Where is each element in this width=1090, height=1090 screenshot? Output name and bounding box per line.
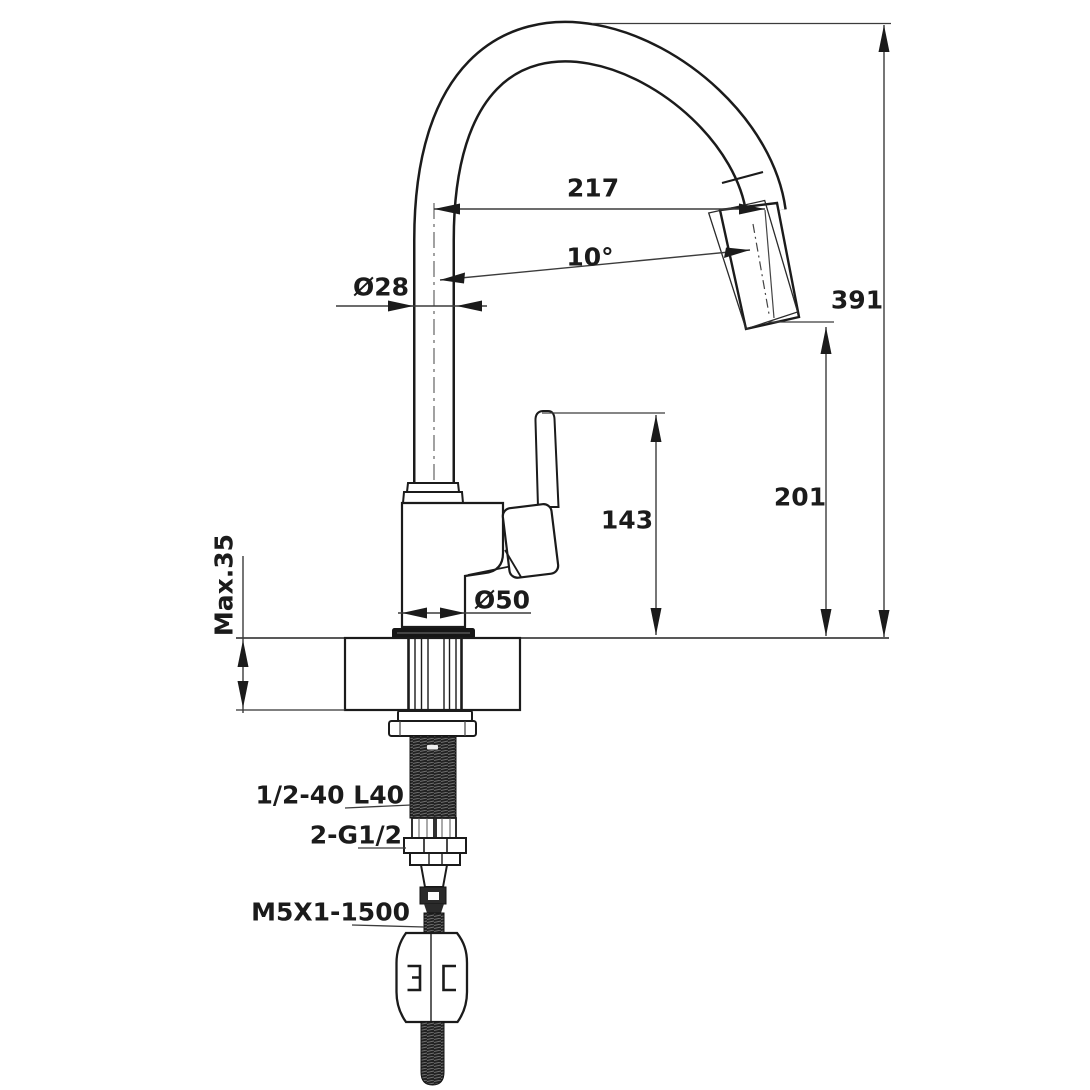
dimension-tube-diameter — [336, 300, 487, 312]
shank-spec-label: 1/2-40 L40 — [255, 780, 404, 810]
dimension-handle-height — [542, 412, 665, 635]
spray-angle-label: 10° — [566, 242, 614, 272]
overall-height-label: 391 — [830, 285, 884, 315]
dimension-outlet-height — [767, 321, 834, 636]
spec-leader-lines — [344, 804, 425, 928]
dimension-spray-angle — [439, 247, 751, 284]
tube-diameter-label: Ø28 — [352, 272, 410, 302]
dimension-overall-height — [592, 22, 891, 637]
mounting-shank — [388, 639, 477, 913]
deck-thickness-label: Max.35 — [209, 533, 239, 637]
dimension-deck-thickness — [237, 556, 249, 713]
handle-height-label: 143 — [600, 505, 654, 535]
spout-arc — [413, 20, 787, 505]
weight-mark-left — [407, 964, 422, 992]
hose-lower — [420, 1021, 445, 1086]
handle-lever — [534, 410, 560, 508]
spray-head — [707, 199, 801, 331]
hose-upper — [423, 912, 445, 934]
inlet-hose-spec-label: 2-G1/2 — [309, 820, 402, 850]
dimension-base-diameter — [398, 607, 531, 619]
spray-head-tilted-outline — [707, 199, 799, 330]
outlet-height-label: 201 — [773, 482, 827, 512]
countertop — [236, 636, 889, 712]
spout-reach-label: 217 — [566, 173, 620, 203]
base-diameter-label: Ø50 — [473, 585, 531, 615]
faucet-body — [392, 410, 560, 639]
dimension-spout-reach — [434, 203, 765, 215]
hose-and-weight — [395, 912, 469, 1086]
weight-mark-right — [442, 964, 456, 992]
hose-weight — [395, 931, 469, 1024]
handle-cartridge — [501, 503, 560, 579]
pullout-hose-spec-label: M5X1-1500 — [251, 897, 410, 927]
